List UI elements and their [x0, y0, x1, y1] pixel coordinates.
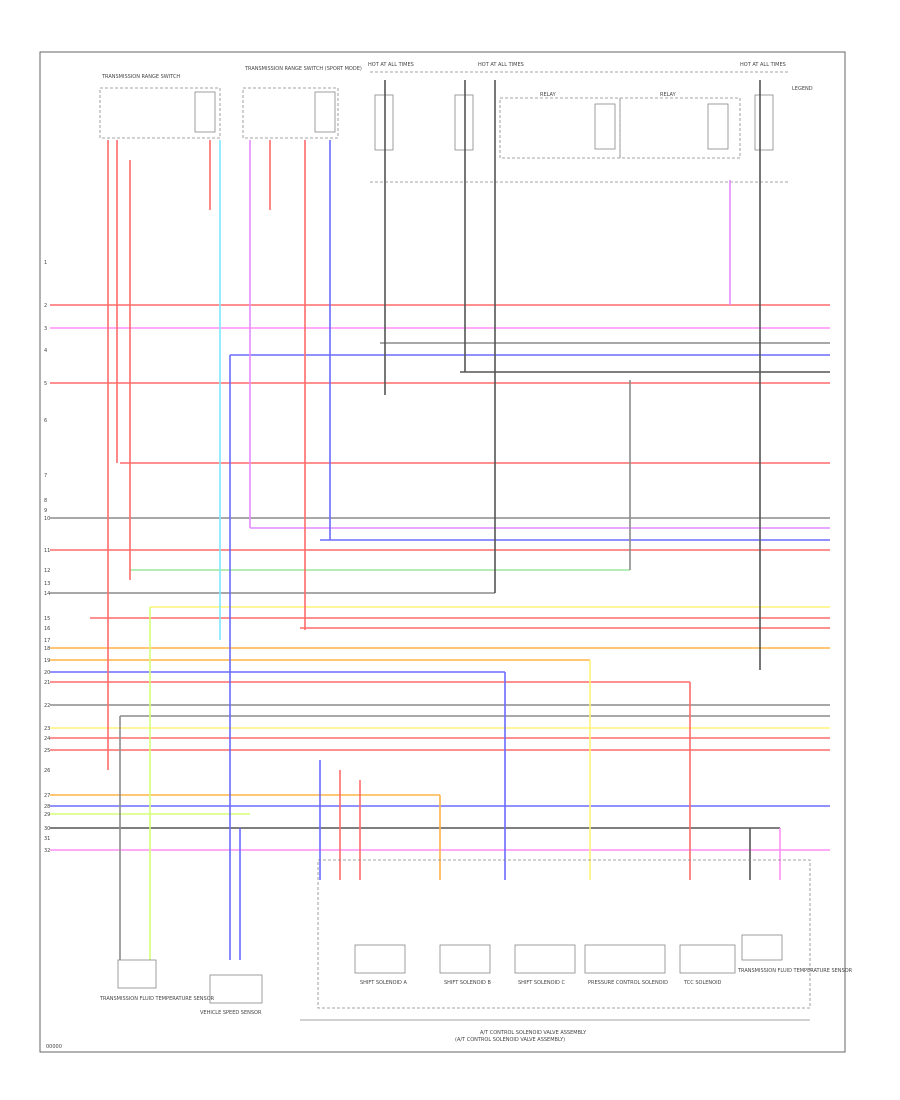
range-switch-sport-box — [242, 87, 339, 139]
left-pin-2: 2 — [44, 303, 47, 309]
left-pin-5: 5 — [44, 381, 47, 387]
left-pin-7: 7 — [44, 473, 47, 479]
left-pin-4: 4 — [44, 348, 47, 354]
fluid-temp-sensor-box — [117, 959, 157, 989]
solenoid-b-box — [439, 944, 491, 974]
diagram-frame — [39, 51, 846, 1053]
left-pin-28: 28 — [44, 804, 50, 810]
footer-code: 00000 — [46, 1044, 62, 1050]
comp-label-5: SHIFT SOLENOID C — [518, 980, 565, 986]
left-pin-column: 1234567891011121314151617181920212223242… — [44, 260, 50, 854]
left-pin-18: 18 — [44, 646, 50, 652]
range-switch-box — [99, 87, 221, 139]
bottom-components: A/T CONTROL SOLENOID VALVE ASSEMBLY (A/T… — [46, 859, 853, 1050]
left-pin-17: 17 — [44, 638, 50, 644]
hot-label-3: HOT AT ALL TIMES — [740, 62, 786, 68]
left-pin-31: 31 — [44, 836, 50, 842]
fluid-temp-sensor-2-box — [741, 934, 783, 961]
left-pin-16: 16 — [44, 626, 50, 632]
left-pin-30: 30 — [44, 826, 50, 832]
assembly-caption-2: (A/T CONTROL SOLENOID VALVE ASSEMBLY) — [455, 1037, 565, 1043]
hot-label-2: HOT AT ALL TIMES — [478, 62, 524, 68]
left-pin-15: 15 — [44, 616, 50, 622]
comp-label-8: TRANSMISSION FLUID TEMPERATURE SENSOR — [737, 968, 853, 974]
solenoid-c-box — [514, 944, 576, 974]
comp-label-7: TCC SOLENOID — [683, 980, 722, 986]
assembly-caption-1: A/T CONTROL SOLENOID VALVE ASSEMBLY — [480, 1030, 587, 1036]
relay-box-2 — [619, 97, 741, 159]
solenoid-a-box — [354, 944, 406, 974]
left-pin-10: 10 — [44, 516, 50, 522]
left-pin-20: 20 — [44, 670, 50, 676]
left-pin-11: 11 — [44, 548, 50, 554]
left-pin-27: 27 — [44, 793, 50, 799]
hot-label-1: HOT AT ALL TIMES — [368, 62, 414, 68]
left-pin-29: 29 — [44, 812, 50, 818]
vehicle-speed-sensor-box — [209, 974, 263, 1004]
left-pin-6: 6 — [44, 418, 47, 424]
relay-label-1: RELAY — [540, 92, 557, 98]
left-pin-23: 23 — [44, 726, 50, 732]
left-pin-21: 21 — [44, 680, 50, 686]
pressure-control-box — [584, 944, 666, 974]
left-pin-32: 32 — [44, 848, 50, 854]
left-pin-9: 9 — [44, 508, 47, 514]
wire-layer — [50, 80, 830, 960]
left-pin-12: 12 — [44, 568, 50, 574]
solenoid-assembly-box — [317, 859, 811, 1009]
left-pin-25: 25 — [44, 748, 50, 754]
comp-label-4: SHIFT SOLENOID B — [444, 980, 491, 986]
range-switch-label: TRANSMISSION RANGE SWITCH — [101, 74, 180, 80]
range-switch-sport-label: TRANSMISSION RANGE SWITCH (SPORT MODE) — [244, 66, 362, 72]
left-pin-26: 26 — [44, 768, 50, 774]
comp-label-3: SHIFT SOLENOID A — [360, 980, 407, 986]
left-pin-14: 14 — [44, 591, 50, 597]
left-pin-3: 3 — [44, 326, 47, 332]
left-pin-8: 8 — [44, 498, 47, 504]
comp-label-2: VEHICLE SPEED SENSOR — [200, 1010, 262, 1016]
top-components: TRANSMISSION RANGE SWITCH TRANSMISSION R… — [99, 62, 813, 183]
comp-label-6: PRESSURE CONTROL SOLENOID — [588, 980, 668, 986]
left-pin-1: 1 — [44, 260, 47, 266]
left-pin-19: 19 — [44, 658, 50, 664]
left-pin-13: 13 — [44, 581, 50, 587]
left-pin-24: 24 — [44, 736, 50, 742]
left-pin-22: 22 — [44, 703, 50, 709]
comp-label-1: TRANSMISSION FLUID TEMPERATURE SENSOR — [99, 996, 215, 1002]
tcc-solenoid-box — [679, 944, 736, 974]
legend-note: LEGEND — [792, 86, 813, 92]
relay-label-2: RELAY — [660, 92, 677, 98]
